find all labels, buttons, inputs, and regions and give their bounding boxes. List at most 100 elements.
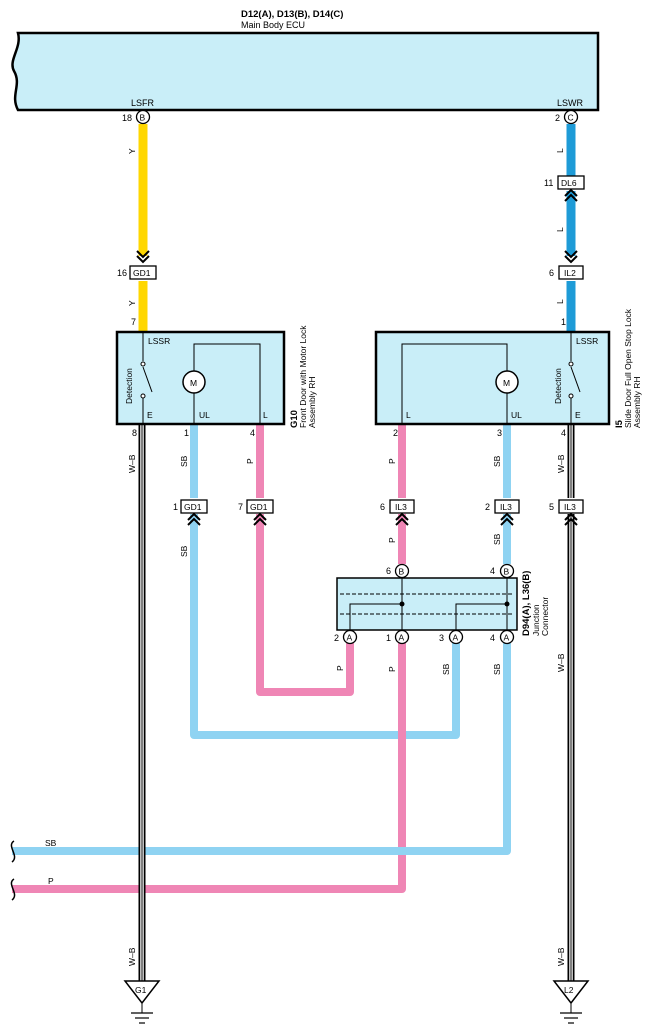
label-sb-4: SB — [492, 533, 502, 545]
front-name-1: Front Door with Motor Lock — [298, 325, 308, 428]
front-motor-icon — [182, 370, 206, 394]
label-sb-5: SB — [441, 663, 451, 675]
label-p-3: P — [387, 537, 397, 543]
junction-top-pin-1: 6 — [386, 566, 391, 576]
gd1-top-name: GD1 — [133, 268, 151, 278]
ecu-pin-right-name: LSWR — [557, 98, 584, 108]
ecu-pin-left-name: LSFR — [131, 98, 155, 108]
ecu-box — [11, 31, 600, 112]
gd1-a-pin: 1 — [173, 502, 178, 512]
label-l-2: L — [555, 227, 565, 232]
ecu-title: D12(A), D13(B), D14(C) — [241, 9, 343, 20]
wires — [10, 124, 576, 981]
slide-lock-assembly: 1 LSSR M Detection L UL E 2 3 4 I5 Slide… — [374, 308, 642, 438]
junction-bot-conn-3: A — [453, 633, 459, 643]
junction-bot-pin-3: 3 — [439, 633, 444, 643]
wire-p-front-l-lower — [256, 514, 354, 696]
label-wb-3: W–B — [556, 653, 566, 672]
front-detection: Detection — [124, 368, 134, 404]
slide-code: I5 — [614, 419, 625, 428]
junction-bot-conn-1: A — [347, 633, 353, 643]
ecu-subtitle: Main Body ECU — [241, 20, 305, 30]
junction-bot-pin-2: 1 — [386, 633, 391, 643]
front-term-ul: UL — [199, 410, 210, 420]
label-sb-3: SB — [492, 455, 502, 467]
gd1-a-name: GD1 — [184, 502, 202, 512]
ground-g1: G1 — [123, 980, 161, 1024]
gd1-b-name: GD1 — [250, 502, 268, 512]
front-pin-l: 4 — [250, 428, 255, 438]
ground-l2-icon — [552, 980, 590, 1005]
label-sb-6: SB — [492, 663, 502, 675]
ecu-pin-left-conn: B — [140, 113, 146, 123]
chevrons — [136, 188, 578, 526]
slide-pin-ul: 3 — [497, 428, 502, 438]
label-p-1: P — [245, 458, 255, 464]
label-sb-2: SB — [179, 545, 189, 557]
wire-labels: Y Y L L L W–B SB P SB P SB W–B P SB P P … — [45, 148, 566, 966]
slide-term-ul: UL — [511, 410, 522, 420]
il3-c-pin: 5 — [549, 502, 554, 512]
slide-pin-l: 2 — [393, 428, 398, 438]
slide-detection: Detection — [553, 368, 563, 404]
ecu-pin-right-conn: C — [568, 113, 574, 123]
wire-p-break — [10, 878, 16, 901]
il3-a-name: IL3 — [395, 502, 407, 512]
junction-bot-pin-1: 2 — [334, 633, 339, 643]
label-wb-4: W–B — [127, 947, 137, 966]
il3-b-name: IL3 — [500, 502, 512, 512]
ground-l2-label: L2 — [564, 985, 574, 995]
gd1-b-pin: 7 — [238, 502, 243, 512]
label-p-4: P — [335, 665, 345, 671]
front-pin-ul: 1 — [184, 428, 189, 438]
label-p-out: P — [48, 876, 54, 886]
il2-name: IL2 — [564, 268, 576, 278]
label-sb-1: SB — [179, 455, 189, 467]
front-term-e: E — [147, 410, 153, 420]
wire-sb-junction-out — [12, 643, 511, 855]
slide-term-l: L — [406, 410, 411, 420]
front-pin-in: 7 — [131, 317, 136, 327]
dl6-pin: 11 — [544, 178, 553, 188]
junction-bot-conn-4: A — [504, 633, 510, 643]
label-wb-2: W–B — [556, 454, 566, 473]
gd1-top-pin: 16 — [117, 268, 127, 278]
il3-a-pin: 6 — [380, 502, 385, 512]
il3-c-name: IL3 — [564, 502, 576, 512]
inline-connectors: 11 DL6 6 IL2 16 GD1 1 GD1 7 GD1 6 IL3 2 … — [117, 175, 585, 514]
ground-l2: L2 — [552, 980, 590, 1024]
junction-top-pin-2: 4 — [490, 566, 495, 576]
front-pin-e: 8 — [132, 428, 137, 438]
slide-term-e: E — [575, 410, 581, 420]
ecu-pin-right-num: 2 — [555, 113, 560, 123]
label-p-2: P — [387, 458, 397, 464]
junction-name-2: Connector — [540, 597, 550, 636]
slide-pin-e: 4 — [561, 428, 566, 438]
label-wb-5: W–B — [556, 947, 566, 966]
label-p-5: P — [387, 666, 397, 672]
slide-motor: M — [503, 378, 510, 388]
il3-b-pin: 2 — [485, 502, 490, 512]
ecu-pin-left-num: 18 — [122, 113, 132, 123]
wire-sb-front-ul-lower — [190, 514, 460, 739]
label-l-1: L — [555, 148, 565, 153]
slide-lock-box — [374, 330, 611, 426]
label-wb-1: W–B — [127, 454, 137, 473]
il2-pin: 6 — [549, 268, 554, 278]
dl6-name: DL6 — [561, 178, 577, 188]
junction-top-conn-1: B — [399, 567, 405, 577]
ground-g1-icon — [123, 980, 161, 1005]
slide-name-1: Slide Door Full Open Stop Lock — [623, 308, 633, 428]
front-term-l: L — [263, 410, 268, 420]
front-code: G10 — [289, 410, 300, 428]
slide-sig: LSSR — [576, 336, 598, 346]
front-name-2: Assembly RH — [307, 377, 317, 428]
junction-connector: 6 B 4 B 2 A 1 A 3 A 4 A D94(A), L36(B) J… — [334, 563, 550, 645]
junction-top-conn-2: B — [504, 567, 510, 577]
junction-bot-pin-4: 4 — [490, 633, 495, 643]
junction-code: D94(A), L36(B) — [521, 571, 532, 636]
front-lock-assembly: 7 LSSR Detection M E UL L 8 1 4 G10 Fron… — [115, 317, 317, 438]
label-sb-out: SB — [45, 838, 57, 848]
front-motor: M — [190, 378, 197, 388]
